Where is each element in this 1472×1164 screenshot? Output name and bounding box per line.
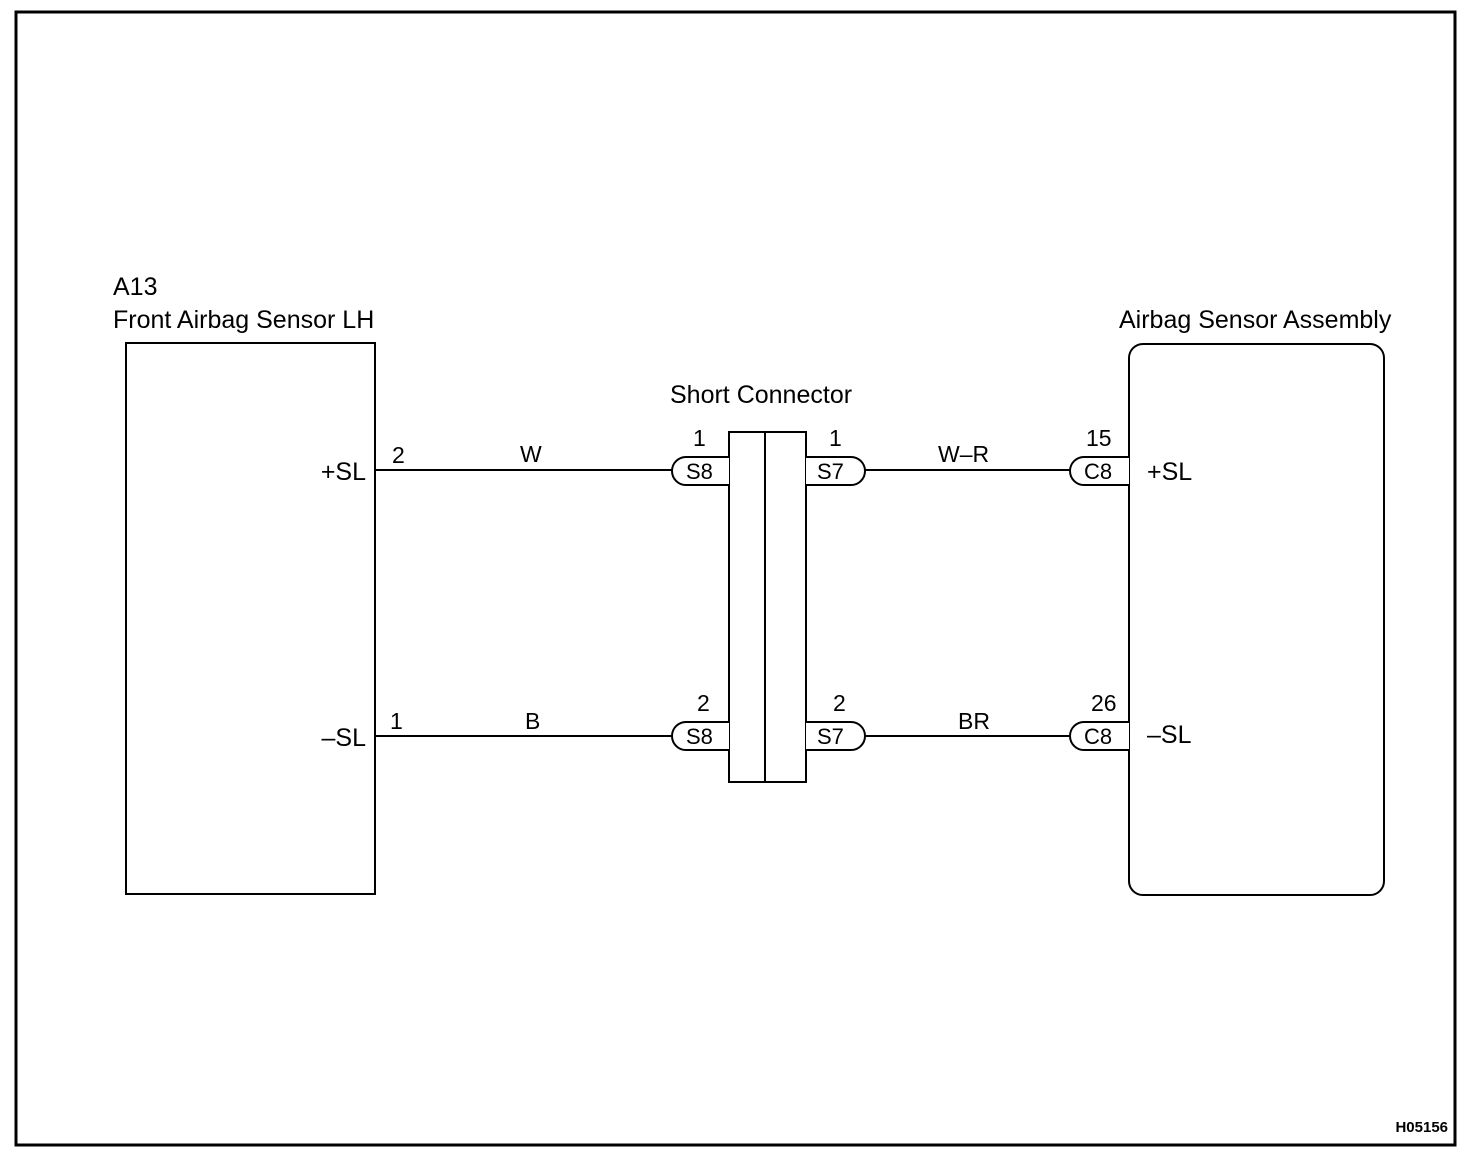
- connector-s8-lower-shape: [671, 721, 729, 751]
- left-pin-lower: 1: [390, 708, 403, 734]
- right-component-box: [1128, 343, 1385, 896]
- wire-color-upper-right: W–R: [938, 441, 989, 467]
- wire-color-upper-left: W: [520, 441, 542, 467]
- connector-c8-lower-shape: [1069, 721, 1129, 751]
- front-airbag-sensor-lh: A13 Front Airbag Sensor LH +SL –SL 2 1: [113, 273, 405, 895]
- connector-s7-upper-shape: [806, 456, 866, 486]
- right-component-name: Airbag Sensor Assembly: [1119, 306, 1392, 334]
- connector-s8-lower-id: S8: [686, 724, 713, 749]
- right-terminal-plus-sl: +SL: [1147, 458, 1192, 486]
- airbag-sensor-assembly: Airbag Sensor Assembly C8 15 C8 26 +SL –…: [1069, 306, 1392, 896]
- left-component-code: A13: [113, 273, 157, 301]
- short-connector-title: Short Connector: [670, 381, 852, 409]
- connector-s7-lower-shape: [806, 721, 866, 751]
- short-connector: Short Connector S8 1 S8 2 S7 1 S7 2: [670, 381, 866, 783]
- left-component-box: [125, 342, 376, 895]
- short-connector-body: [728, 431, 807, 783]
- right-pin-lower: 26: [1091, 690, 1117, 716]
- connector-s8-upper-pin: 1: [693, 425, 706, 451]
- right-terminal-minus-sl: –SL: [1147, 721, 1192, 749]
- connector-s7-upper-id: S7: [817, 459, 844, 484]
- connector-s8-upper-id: S8: [686, 459, 713, 484]
- connector-s8-lower-pin: 2: [697, 690, 710, 716]
- left-pin-upper: 2: [392, 442, 405, 468]
- connector-s8-upper-shape: [671, 456, 729, 486]
- left-component-name: Front Airbag Sensor LH: [113, 306, 374, 334]
- connector-c8-upper-id: C8: [1084, 459, 1112, 484]
- diagram-frame: [14, 10, 1457, 1147]
- wire-color-lower-right: BR: [958, 708, 990, 734]
- connector-c8-upper-shape: [1069, 456, 1129, 486]
- connector-s7-lower-pin: 2: [833, 690, 846, 716]
- wire-color-lower-left: B: [525, 708, 540, 734]
- connector-s7-upper-pin: 1: [829, 425, 842, 451]
- right-pin-upper: 15: [1086, 425, 1112, 451]
- connector-c8-lower-id: C8: [1084, 724, 1112, 749]
- left-terminal-minus-sl: –SL: [322, 724, 367, 752]
- figure-code: H05156: [1395, 1119, 1448, 1136]
- connector-s7-lower-id: S7: [817, 724, 844, 749]
- left-terminal-plus-sl: +SL: [321, 458, 366, 486]
